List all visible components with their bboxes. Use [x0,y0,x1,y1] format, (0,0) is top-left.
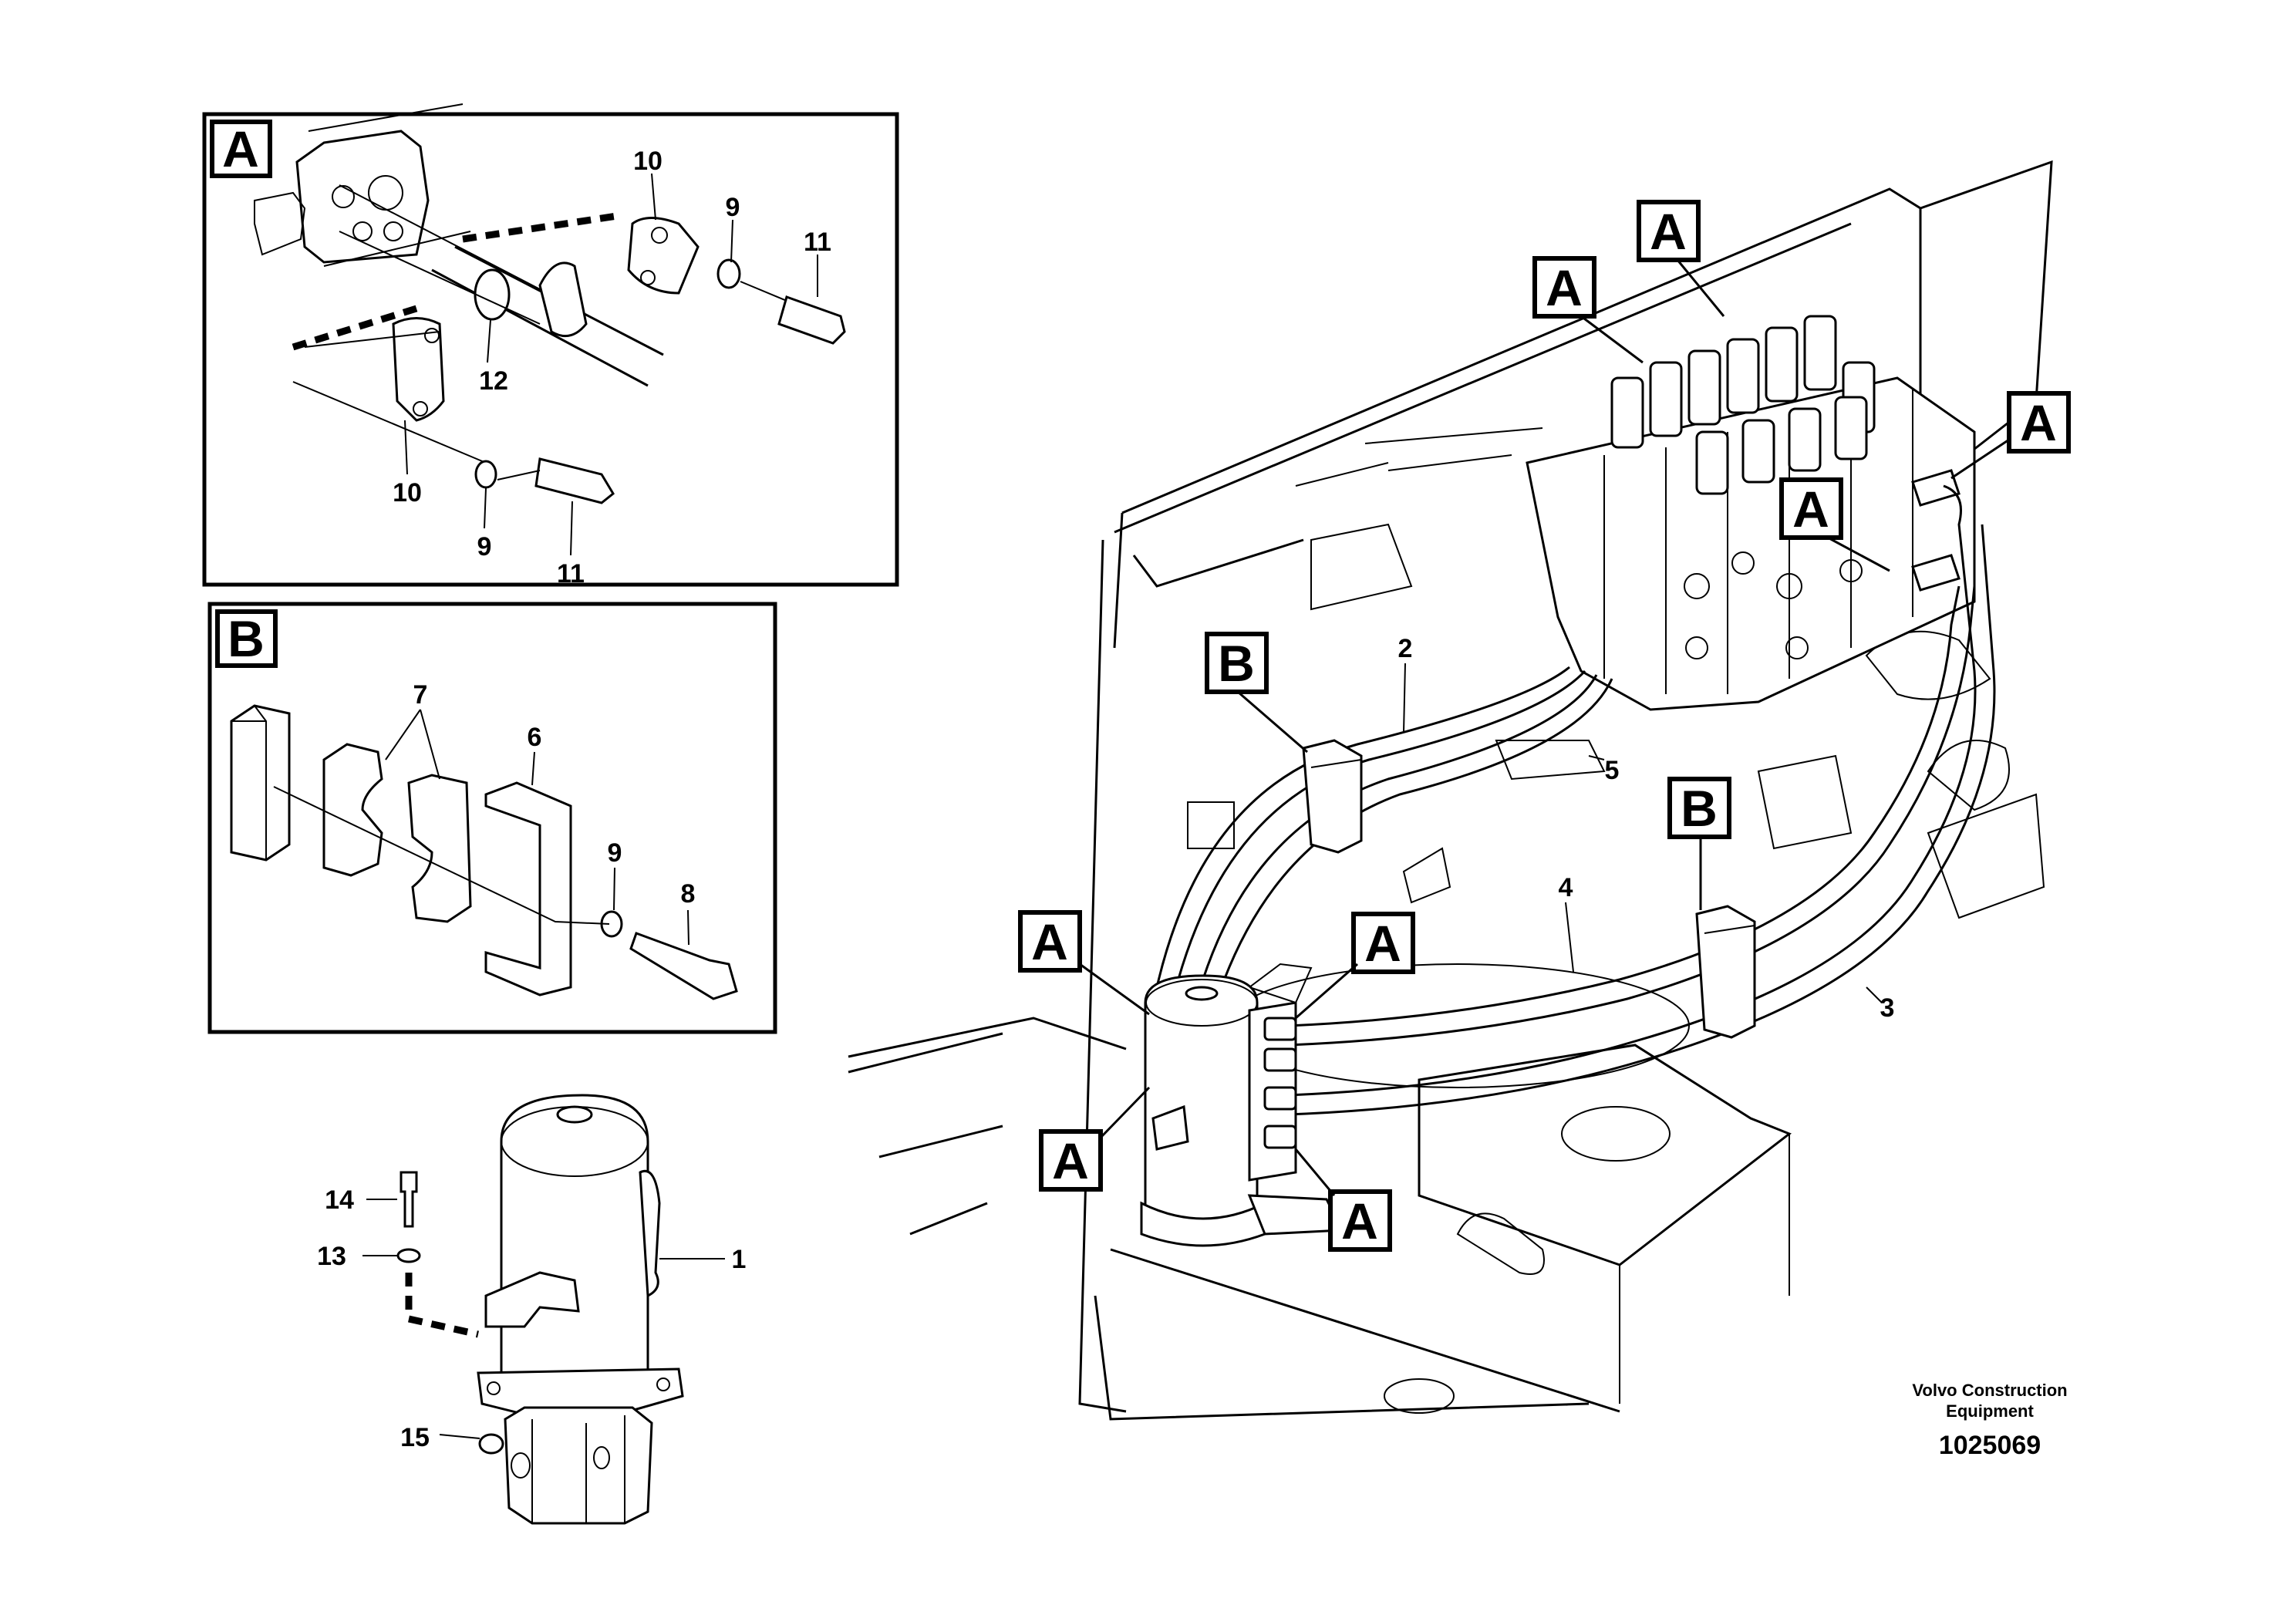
control-valve [1526,376,1976,711]
bolt-lower [534,457,615,504]
detail-a-frame [202,112,899,587]
callout-swivel-14: 14 [325,1185,354,1215]
tag-a-swivel-left: A [1018,910,1150,1016]
main-swivel [1144,974,1259,1228]
callout-hose-2: 2 [1398,634,1413,663]
credit-block: Volvo Construction Equipment 1025069 [1912,1381,2067,1460]
hose-3 [1287,484,1996,1116]
valve-spools [1610,315,1876,495]
clamp-half-right [407,774,472,923]
detail-a-label: A [222,120,259,177]
callout-hose-4: 4 [1559,873,1573,902]
hose-4 [1287,585,1976,1047]
swivel-nut [478,1433,504,1455]
o-ring [474,268,511,321]
bolt-path-upper [462,212,618,243]
tag-a-valve-right: A [1950,391,2071,480]
tag-b-left: B [1205,632,1308,754]
washer-lower [474,460,497,489]
swivel-bolt-path [405,1273,479,1338]
tag-a-swivel-top: A [1295,912,1415,1020]
callout-hose-3: 3 [1880,993,1895,1023]
svg-text:A: A [1341,1192,1378,1249]
flange-half-upper [627,217,700,295]
clamp-block [230,704,291,862]
callout-a-11-lower: 11 [557,559,585,588]
svg-text:B: B [1681,780,1718,837]
credit-line-1: Volvo Construction [1912,1381,2067,1400]
svg-text:A: A [1052,1132,1089,1189]
swivel-joint-assembly: 14 13 1 15 [317,1094,747,1525]
callout-swivel-15: 15 [400,1423,430,1452]
swivel-washer [396,1248,421,1263]
svg-text:A: A [2020,394,2057,451]
diagram-number: 1025069 [1939,1431,2041,1460]
u-bracket [484,781,572,996]
tag-a-valve-top: A [1637,200,1725,317]
swivel-cylinder [500,1094,649,1401]
callout-a-9-lower: 9 [477,532,492,561]
svg-text:A: A [1031,913,1068,970]
swivel-bolt [400,1171,418,1228]
hose-clamp-b-left [1302,739,1363,854]
svg-text:B: B [1218,635,1255,692]
credit-line-2: Equipment [1946,1401,2034,1421]
svg-text:A: A [1364,915,1401,972]
callout-b-9: 9 [608,838,622,868]
tag-a-swivel-lower-left: A [1039,1086,1151,1192]
callout-b-6: 6 [528,723,542,752]
detail-b-label-box [215,609,278,668]
bolt-upper [777,295,846,345]
main-assembly: 2 5 4 3 A A A A A [848,160,2071,1421]
hose-fitting [538,261,588,338]
swivel-clip [484,1271,580,1328]
callout-a-10-lower: 10 [393,478,422,508]
svg-text:A: A [1792,481,1829,538]
hose-5 [1198,674,1613,996]
svg-text:A: A [1546,259,1583,316]
bolt-b [629,932,738,1000]
callout-swivel-13: 13 [317,1242,346,1271]
hose-clamp-b-right [1695,905,1756,1039]
flange-half-lower [392,317,445,422]
washer-upper [716,258,741,289]
tag-a-valve-left: A [1532,256,1644,364]
tag-a-swivel-lower-right: A [1294,1148,1392,1252]
lower-chassis [848,1017,1620,1421]
callout-a-10-upper: 10 [633,147,663,176]
callout-a-12: 12 [479,366,508,396]
callout-b-8: 8 [681,879,696,909]
detail-a-panel: A 10 9 11 12 [202,103,899,588]
tag-a-valve-mid: A [1779,477,1890,572]
detail-b-panel: B 7 6 9 8 [207,602,777,1034]
machine-frame [1078,160,2053,1413]
svg-text:A: A [1650,203,1687,260]
detail-b-label: B [228,610,265,667]
callout-b-7: 7 [413,680,428,710]
callout-a-9-upper: 9 [726,193,740,222]
detail-b-frame [207,602,777,1034]
callout-a-11-upper: 11 [804,228,831,257]
detail-a-label-box [210,120,272,178]
clamp-half-left [322,743,383,877]
swivel-side-tube [639,1170,661,1298]
tag-b-right: B [1667,777,1731,910]
callout-hose-5: 5 [1605,756,1620,785]
callout-swivel-1: 1 [732,1245,747,1274]
swivel-hex-base [504,1406,653,1525]
